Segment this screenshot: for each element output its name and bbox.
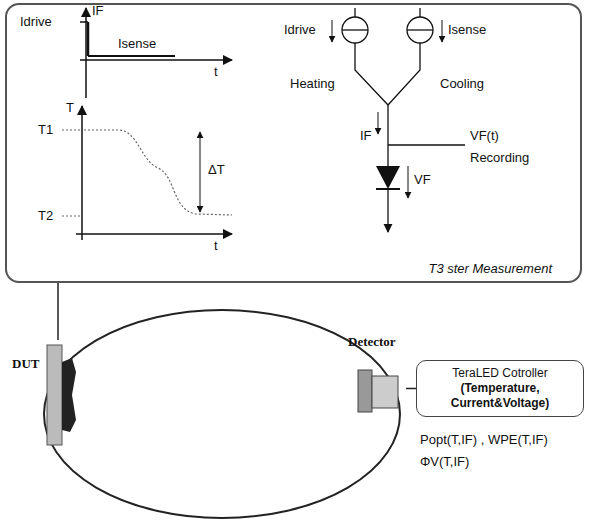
wire xyxy=(354,8,355,17)
cooling-curve xyxy=(84,130,232,215)
signal-label: Popt(T,IF) , WPE(T,IF) xyxy=(420,432,548,447)
detector-body xyxy=(372,376,398,408)
level-line xyxy=(62,216,82,217)
current-source xyxy=(342,29,368,30)
signal-label: IF xyxy=(360,128,372,143)
connector xyxy=(57,283,59,340)
signal-label: Idrive xyxy=(284,22,316,37)
signal-label: VF(t) xyxy=(470,128,499,143)
node-title: Detector xyxy=(348,334,396,350)
signal-label: t xyxy=(214,238,218,253)
dut-mount xyxy=(47,345,62,445)
node-title: DUT xyxy=(12,356,39,372)
controller-box: TeraLED Cotroller(Temperature, Current&V… xyxy=(416,360,584,417)
measurement-panel: T3 ster Measurement xyxy=(5,3,582,283)
voltage-arrow xyxy=(408,166,409,198)
signal-label: ΔT xyxy=(208,162,225,177)
signal-label: T2 xyxy=(38,208,53,223)
axis xyxy=(81,106,83,240)
dut-device: DUT xyxy=(10,340,82,452)
signal-label: T xyxy=(66,100,74,115)
current-arrow xyxy=(378,112,379,134)
signal-label: Recording xyxy=(470,150,529,165)
wire xyxy=(419,8,420,17)
signal-label: Isense xyxy=(448,22,486,37)
current-source xyxy=(407,29,433,30)
detector-device: Detector xyxy=(348,330,406,414)
integrating-sphere xyxy=(44,310,400,518)
delta-arrow xyxy=(200,132,201,212)
signal-label: Heating xyxy=(290,76,335,91)
current-arrow xyxy=(442,20,443,42)
wire xyxy=(388,43,420,105)
wire xyxy=(388,144,465,145)
connector xyxy=(406,388,416,390)
level-line xyxy=(62,130,82,131)
current-arrow xyxy=(332,20,333,42)
node-title: T3 ster Measurement xyxy=(428,261,552,276)
signal-label: T1 xyxy=(38,122,53,137)
signal-label: Idrive xyxy=(20,14,52,29)
axis xyxy=(76,233,232,235)
drive-pulse xyxy=(87,22,90,56)
current-source xyxy=(407,17,433,43)
signal-label: t xyxy=(214,64,218,79)
wire xyxy=(355,43,388,105)
detector-head xyxy=(358,370,372,412)
sense-level xyxy=(88,55,175,57)
axis xyxy=(80,59,232,61)
node-title: TeraLED Cotroller xyxy=(425,366,575,381)
signal-label: Isense xyxy=(118,36,156,51)
node-body: (Temperature, Current&Voltage) xyxy=(425,381,575,411)
current-source xyxy=(342,17,368,43)
led-device xyxy=(62,358,76,432)
signal-label: VF xyxy=(414,172,431,187)
signal-label: IF xyxy=(92,3,104,18)
signal-label: ΦV(T,IF) xyxy=(420,454,469,469)
diode xyxy=(376,166,400,189)
ground xyxy=(387,189,388,232)
wire xyxy=(387,105,388,166)
signal-label: Cooling xyxy=(440,76,484,91)
drive-level xyxy=(80,21,88,23)
